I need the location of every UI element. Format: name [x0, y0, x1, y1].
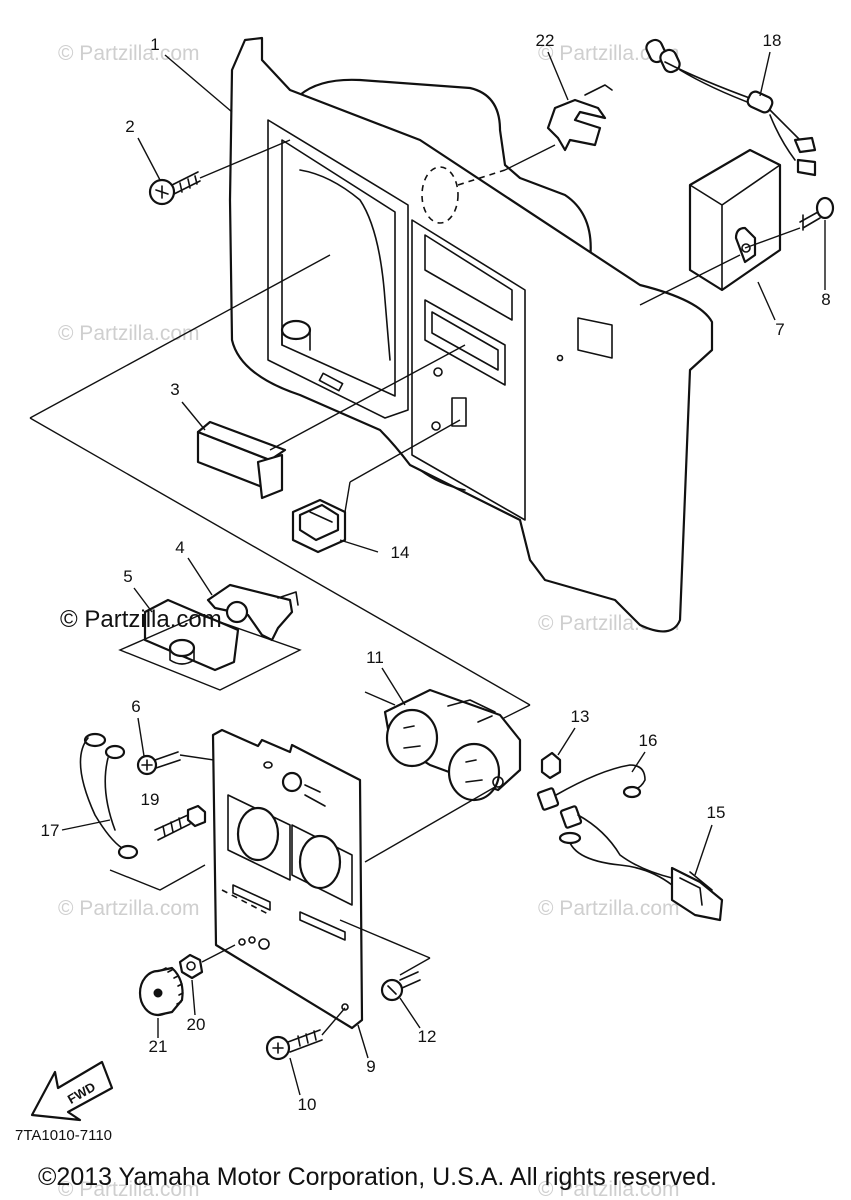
box-unit-7	[639, 148, 801, 306]
screw-2	[148, 139, 291, 206]
diagram-code: 7TA1010-7110	[15, 1127, 112, 1144]
callout-11: 11	[366, 648, 384, 667]
knob-21	[138, 966, 184, 1017]
fwd-arrow-icon: FWD	[30, 1060, 114, 1122]
callout-22: 22	[536, 31, 555, 50]
callout-18: 18	[763, 31, 782, 50]
callout-20: 20	[187, 1015, 206, 1034]
wire-harness-16	[536, 764, 646, 811]
switch-14	[291, 419, 461, 554]
watermark: © Partzilla.com	[538, 42, 680, 65]
callout-19: 19	[141, 790, 160, 809]
watermark: © Partzilla.com	[58, 897, 200, 920]
nut-20	[178, 944, 236, 980]
front-cover-panel	[228, 36, 714, 633]
callout-6: 6	[131, 697, 140, 716]
nut-13	[540, 751, 562, 780]
bracket-5	[118, 598, 302, 691]
bolt-19	[154, 804, 207, 841]
callout-12: 12	[418, 1027, 437, 1046]
clip-22	[546, 84, 613, 152]
breaker-4	[206, 583, 299, 642]
watermark-primary: © Partzilla.com	[60, 606, 222, 633]
screw-8	[799, 196, 835, 231]
watermark: © Partzilla.com	[538, 897, 680, 920]
screw-12	[380, 971, 421, 1002]
callout-21: 21	[149, 1037, 168, 1056]
watermark: © Partzilla.com	[58, 42, 200, 65]
plate-9	[211, 728, 431, 1030]
callout-1: 1	[150, 35, 159, 54]
meter-3	[196, 344, 466, 500]
copyright-notice: ©2013 Yamaha Motor Corporation, U.S.A. A…	[38, 1163, 717, 1191]
callout-4: 4	[175, 538, 184, 557]
callout-17: 17	[41, 821, 60, 840]
callout-3: 3	[170, 380, 179, 399]
callout-5: 5	[123, 567, 132, 586]
callout-9: 9	[366, 1057, 375, 1076]
wire-harness-15	[558, 805, 724, 922]
watermark: © Partzilla.com	[538, 1178, 680, 1200]
screw-6	[136, 751, 269, 776]
leader-line	[29, 417, 531, 706]
callouts: 1 2 3 4 5 6 7 8 9 10 11 12 13 14 15 16 1…	[41, 31, 831, 1114]
screw-10	[265, 1007, 346, 1061]
callout-15: 15	[707, 803, 726, 822]
callout-13: 13	[571, 707, 590, 726]
callout-2: 2	[125, 117, 134, 136]
ground-wire-17	[79, 732, 206, 891]
leader-line	[29, 254, 331, 419]
callout-14: 14	[391, 543, 410, 562]
callout-8: 8	[821, 290, 830, 309]
callout-16: 16	[639, 731, 658, 750]
callout-10: 10	[298, 1095, 317, 1114]
watermark: © Partzilla.com	[58, 322, 200, 345]
receptacle-11	[364, 688, 522, 863]
watermark: © Partzilla.com	[58, 1178, 200, 1200]
wire-lead-18	[645, 38, 817, 177]
callout-7: 7	[775, 320, 784, 339]
